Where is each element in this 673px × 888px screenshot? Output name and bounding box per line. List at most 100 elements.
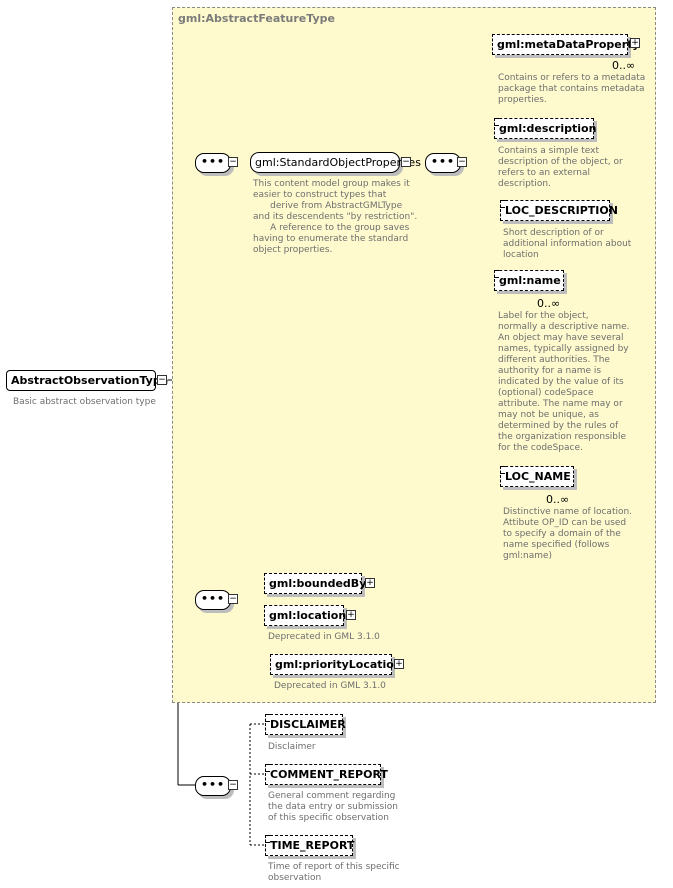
time-report-element[interactable]: TIME_REPORT	[265, 835, 355, 856]
doc-line: the organization responsible	[498, 432, 627, 442]
doc-line: Contains a simple text	[498, 146, 599, 156]
element-label: LOC_NAME	[505, 470, 571, 483]
doc-line: General comment regarding	[268, 791, 396, 801]
doc-line: having to enumerate the standard	[253, 234, 409, 244]
doc-line: Contains or refers to a metadata	[498, 73, 646, 83]
sequence-compositor-icon[interactable]: •••	[195, 153, 231, 173]
doc-line: normally a descriptive name.	[498, 322, 630, 332]
description-element[interactable]: gml:description	[494, 118, 597, 139]
name-doc: Label for the object, normally a descrip…	[498, 311, 630, 454]
time-report-doc: Time of report of this specific observat…	[268, 862, 400, 884]
doc-line: Attibute OP_ID can be used	[503, 518, 627, 528]
doc-line: (optional) codeSpace	[498, 388, 594, 398]
comment-report-doc: General comment regarding the data entry…	[268, 791, 398, 824]
metadata-doc: Contains or refers to a metadata package…	[498, 73, 645, 106]
cardinality: 0..∞	[546, 493, 570, 506]
element-label: gml:location	[269, 609, 347, 622]
element-label: gml:name	[499, 274, 561, 287]
bounded-by-element[interactable]: gml:boundedBy	[264, 573, 366, 594]
doc-line: observation	[268, 873, 322, 883]
doc-line: gml:name)	[503, 551, 553, 561]
element-label: DISCLAIMER	[270, 718, 346, 731]
location-element[interactable]: gml:location	[264, 605, 347, 626]
standard-props-label: gml:StandardObjectProperties	[255, 156, 421, 169]
doc-line: attribute. The name may or	[498, 399, 623, 409]
element-label: gml:description	[499, 122, 597, 135]
sequence-compositor-icon[interactable]: •••	[195, 776, 231, 796]
collapse-toggle-icon[interactable]: −	[457, 157, 467, 167]
doc-line: Time of report of this specific	[268, 862, 400, 872]
collapse-toggle-icon[interactable]: −	[157, 375, 167, 385]
cardinality: 0..∞	[612, 59, 636, 72]
group-title: gml:AbstractFeatureType	[178, 12, 335, 25]
element-label: LOC_DESCRIPTION	[505, 204, 618, 217]
metadata-property-element[interactable]: gml:metaDataProperty	[492, 34, 640, 55]
comment-report-element[interactable]: COMMENT_REPORT	[265, 764, 388, 785]
doc-line: names, typically assigned by	[498, 344, 629, 354]
expand-toggle-icon[interactable]: +	[630, 38, 640, 48]
root-element[interactable]: AbstractObservationType	[6, 370, 168, 391]
collapse-toggle-icon[interactable]: −	[401, 157, 411, 167]
doc-line: indicated by the value of its	[498, 377, 624, 387]
element-label: gml:boundedBy	[269, 577, 367, 590]
expand-toggle-icon[interactable]: +	[394, 659, 404, 669]
doc-line: to specify a domain of the	[503, 529, 621, 539]
priority-location-element[interactable]: gml:priorityLocation	[270, 654, 402, 675]
attribute-marker-icon	[500, 466, 505, 474]
element-label: gml:metaDataProperty	[497, 38, 640, 51]
collapse-toggle-icon[interactable]: −	[228, 780, 238, 790]
doc-line: properties.	[498, 95, 547, 105]
name-element[interactable]: gml:name	[494, 270, 564, 291]
attribute-marker-icon	[500, 200, 505, 208]
doc-line: A reference to the group saves	[253, 223, 410, 233]
sequence-compositor-icon[interactable]: •••	[195, 590, 231, 610]
expand-toggle-icon[interactable]: +	[346, 610, 356, 620]
doc-line: different authorities. The	[498, 355, 610, 365]
element-label: TIME_REPORT	[270, 839, 355, 852]
root-doc: Basic abstract observation type	[13, 397, 156, 407]
doc-line: location	[503, 250, 539, 260]
attribute-marker-icon	[494, 118, 499, 126]
doc-line: Label for the object,	[498, 311, 589, 321]
doc-line: for the codeSpace.	[498, 443, 583, 453]
collapse-toggle-icon[interactable]: −	[228, 157, 238, 167]
loc-description-doc: Short description of or additional infor…	[503, 228, 631, 261]
doc-line: and its descendents "by restriction".	[253, 212, 418, 222]
doc-line: Short description of or	[503, 228, 604, 238]
doc-line: description of the object, or	[498, 157, 623, 167]
expand-toggle-icon[interactable]: +	[365, 578, 375, 588]
loc-name-element[interactable]: LOC_NAME	[500, 466, 574, 487]
sequence-compositor-icon[interactable]: •••	[425, 153, 461, 173]
doc-line: of this specific observation	[268, 813, 389, 823]
loc-description-element[interactable]: LOC_DESCRIPTION	[500, 200, 618, 221]
attribute-marker-icon	[494, 270, 499, 278]
doc-line: the data entry or submission	[268, 802, 398, 812]
disclaimer-element[interactable]: DISCLAIMER	[265, 714, 346, 735]
doc-line: may not be unique, as	[498, 410, 599, 420]
doc-line: easier to construct types that	[253, 190, 387, 200]
collapse-toggle-icon[interactable]: −	[228, 594, 238, 604]
priority-location-doc: Deprecated in GML 3.1.0	[274, 681, 386, 691]
doc-line: name specified (follows	[503, 540, 610, 550]
doc-line: package that contains metadata	[498, 84, 645, 94]
element-label: gml:priorityLocation	[275, 658, 402, 671]
doc-line: determined by the rules of	[498, 421, 619, 431]
doc-line: authority for a name is	[498, 366, 602, 376]
standard-props-doc: This content model group makes it easier…	[253, 179, 417, 256]
location-doc: Deprecated in GML 3.1.0	[268, 632, 380, 642]
doc-line: object properties.	[253, 245, 333, 255]
doc-line: This content model group makes it	[253, 179, 410, 189]
doc-line: refers to an external	[498, 168, 591, 178]
doc-line: derive from AbstractGMLType	[253, 201, 403, 211]
standard-object-properties-group[interactable]: gml:StandardObjectProperties	[250, 152, 421, 173]
doc-line: description.	[498, 179, 551, 189]
cardinality: 0..∞	[537, 297, 561, 310]
loc-name-doc: Distinctive name of location. Attibute O…	[503, 507, 632, 562]
attribute-marker-icon	[265, 714, 270, 722]
disclaimer-doc: Disclaimer	[268, 742, 316, 752]
root-label: AbstractObservationType	[11, 374, 169, 387]
description-doc: Contains a simple text description of th…	[498, 146, 623, 190]
attribute-marker-icon	[265, 764, 270, 772]
doc-line: Distinctive name of location.	[503, 507, 633, 517]
